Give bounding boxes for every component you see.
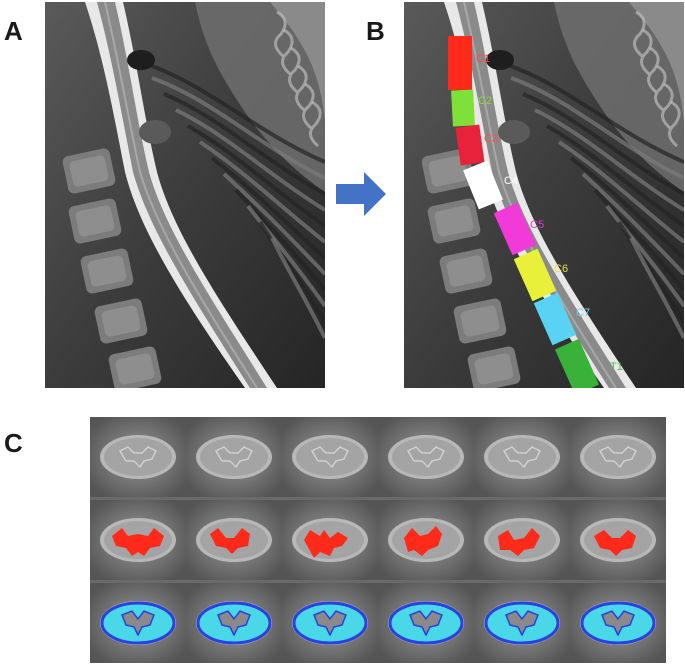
segment-c5 [493,202,537,256]
sagittal-mri-image-a [45,2,325,388]
axial-slice [282,500,378,580]
axial-slice [570,417,666,497]
axial-slice [282,583,378,663]
axial-slice [474,500,570,580]
axial-slice [186,417,282,497]
axial-slice [282,417,378,497]
axial-row-gray-matter [90,500,666,580]
level-label-c7: C7 [576,307,590,319]
axial-slice [570,583,666,663]
axial-row-cord-outline [90,583,666,663]
axial-slices-grid-c [90,417,666,663]
panel-label-b: B [366,16,385,46]
segment-c7 [533,292,577,346]
axial-slice [90,583,186,663]
vertebral-segmentation [448,36,600,388]
panel-label-a: A [4,16,23,46]
axial-slice [90,500,186,580]
gray-matter-mask [498,528,540,556]
segment-c3 [455,124,485,166]
gray-matter-mask [594,530,636,556]
axial-row-raw [90,417,666,497]
arrow-right-icon [336,170,388,223]
level-label-c6: C6 [554,263,568,275]
axial-slice [90,417,186,497]
axial-slice [186,500,282,580]
level-label-c5: C5 [530,219,544,231]
axial-slice [570,500,666,580]
gray-matter-mask [304,530,348,558]
level-label-c2: C2 [478,95,492,107]
level-label-t1: T1 [610,361,623,373]
gray-matter-mask [112,528,164,556]
segment-c6 [513,248,557,302]
segment-c4 [463,160,503,210]
axial-slice [474,417,570,497]
axial-slice [378,500,474,580]
gray-matter-mask [210,528,250,554]
axial-slice [378,417,474,497]
axial-slice [378,583,474,663]
segment-c1 [448,36,472,90]
segment-c2 [451,89,475,127]
axial-slice [474,583,570,663]
gray-matter-mask [404,526,442,556]
level-label-c4: C4 [504,175,518,187]
segment-t1 [554,338,600,388]
axial-slice [186,583,282,663]
panel-label-c: C [4,428,23,458]
level-label-c3: C3 [484,133,498,145]
level-label-c1: C1 [476,53,490,65]
